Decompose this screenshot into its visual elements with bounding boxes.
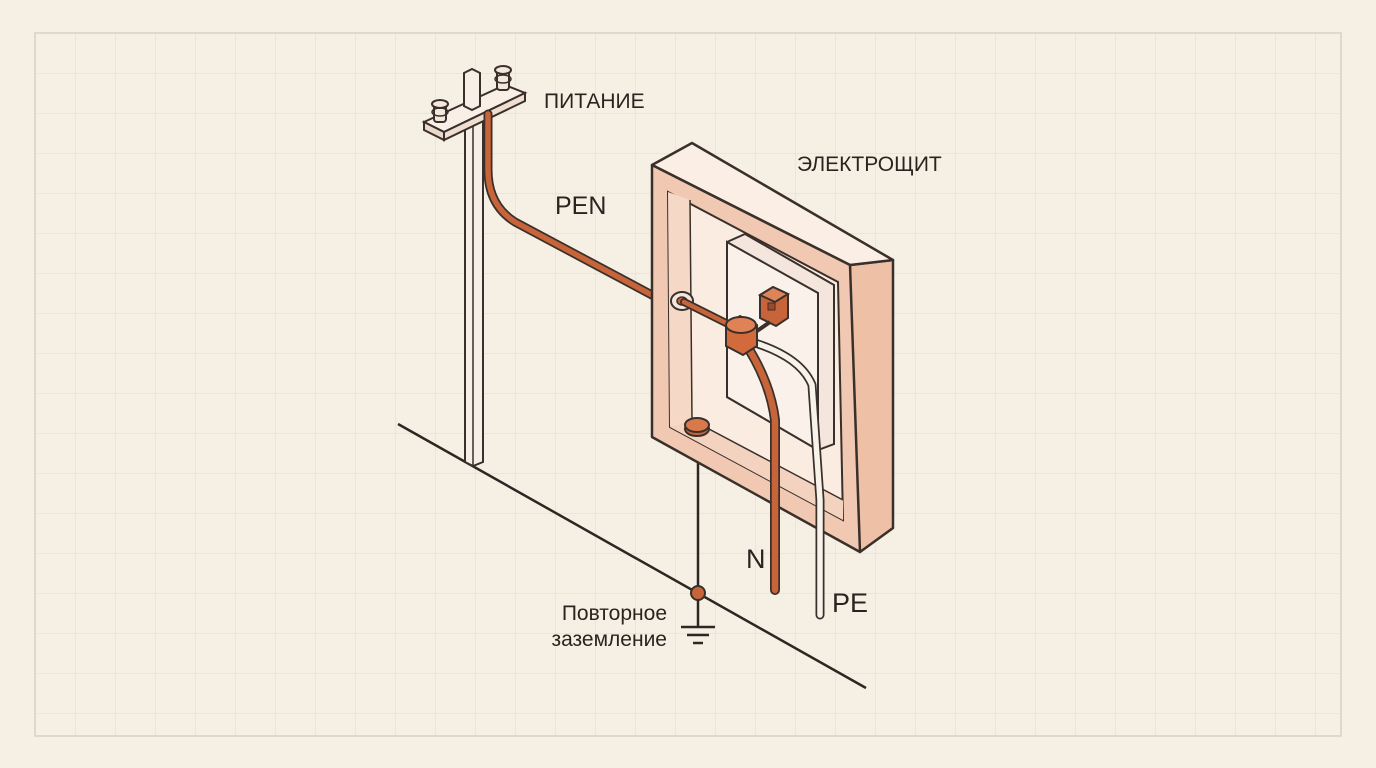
reground-label-line2: заземление bbox=[551, 628, 667, 651]
ground-line bbox=[397, 422, 867, 690]
pe-label: PE bbox=[832, 588, 869, 618]
supply-label: ПИТАНИЕ bbox=[544, 90, 645, 113]
pen-label: PEN bbox=[555, 192, 607, 220]
pen-wire bbox=[485, 111, 683, 313]
reground-label-line1: Повторное bbox=[561, 602, 667, 625]
panel-wiring bbox=[680, 285, 825, 620]
ground-symbol-icon bbox=[681, 600, 715, 645]
earth-junction bbox=[690, 585, 706, 601]
electrical-panel bbox=[650, 141, 895, 554]
panel-label: ЭЛЕКТРОЩИТ bbox=[797, 153, 942, 176]
pole-insulator-icon bbox=[431, 65, 512, 123]
utility-pole bbox=[421, 65, 528, 468]
n-label: N bbox=[746, 544, 766, 574]
